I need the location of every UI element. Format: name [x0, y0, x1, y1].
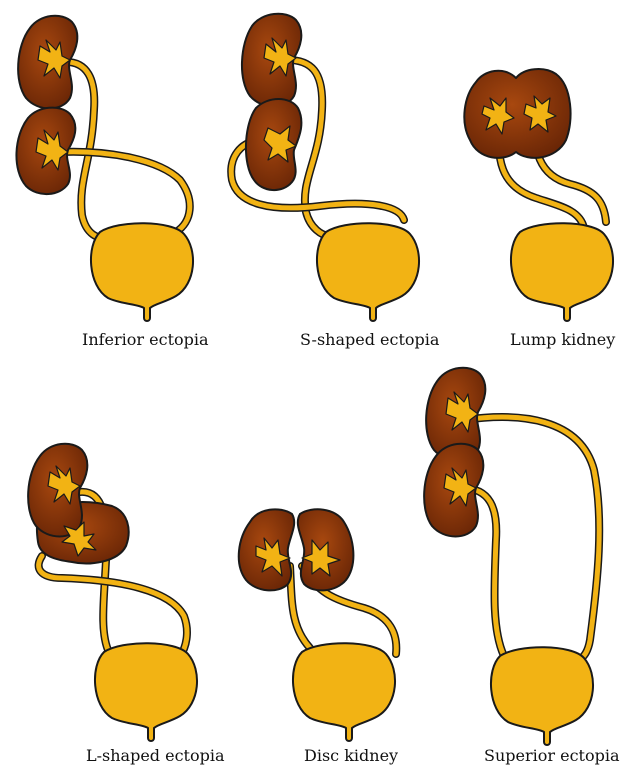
label-superior-ectopia: Superior ectopia: [484, 746, 620, 765]
bladder: [95, 643, 197, 741]
label-s-shaped-ectopia: S-shaped ectopia: [300, 330, 439, 349]
bladder: [91, 223, 193, 321]
bladder: [511, 223, 613, 321]
panel-inferior-ectopia: [16, 16, 193, 321]
kidney: [464, 69, 570, 158]
label-disc-kidney: Disc kidney: [304, 746, 398, 765]
bladder: [491, 647, 593, 745]
label-l-shaped-ectopia: L-shaped ectopia: [86, 746, 225, 765]
panel-superior-ectopia: [424, 368, 599, 745]
bladder: [317, 223, 419, 321]
ureter: [464, 417, 599, 660]
bladder: [293, 643, 395, 741]
panel-disc-kidney: [239, 509, 397, 741]
panel-l-shaped-ectopia: [28, 444, 197, 741]
label-inferior-ectopia: Inferior ectopia: [82, 330, 209, 349]
ureter: [39, 556, 187, 656]
ureter: [464, 417, 599, 660]
panel-s-shaped-ectopia: [231, 14, 419, 321]
label-lump-kidney: Lump kidney: [510, 330, 615, 349]
panel-lump-kidney: [464, 69, 613, 321]
ureter: [39, 556, 187, 656]
